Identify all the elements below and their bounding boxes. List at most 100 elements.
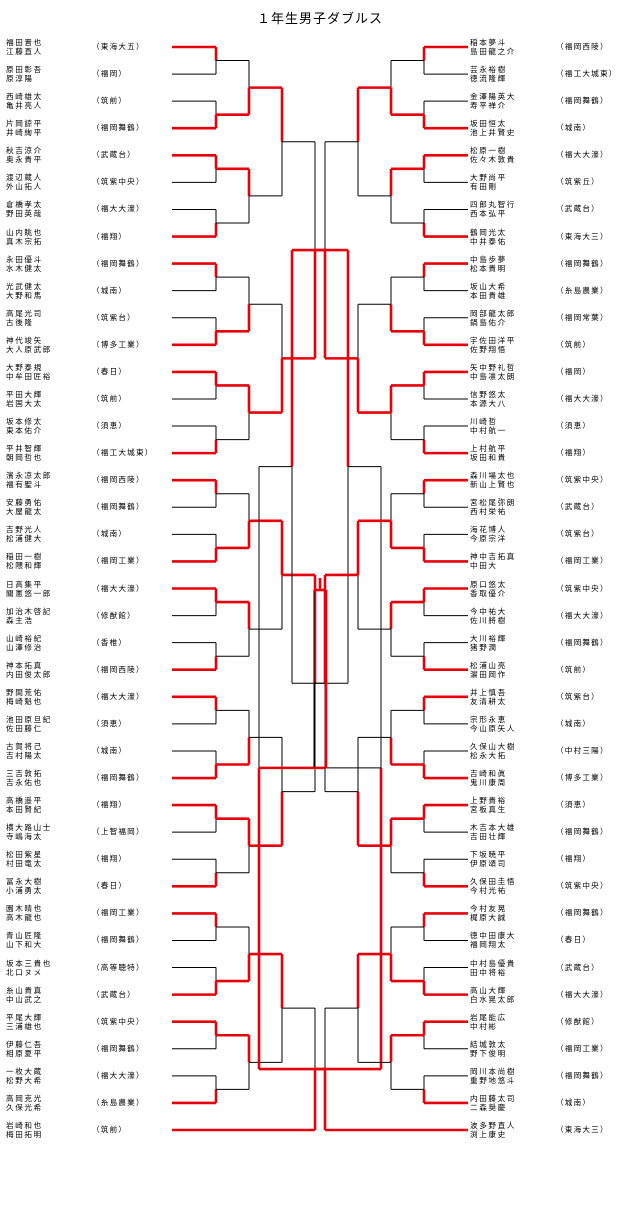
player-name: 原口悠太 — [470, 579, 507, 589]
player-name: 奥永貴平 — [6, 155, 43, 165]
school-name: （城南） — [556, 1097, 592, 1107]
school-name: （福大大濠） — [92, 204, 145, 214]
school-name: （博多工業） — [556, 773, 609, 783]
player-name: 平尾大輝 — [6, 1012, 43, 1022]
player-name: 松浦健大 — [6, 534, 43, 544]
player-name: 佐々木敦貴 — [470, 155, 516, 165]
school-name: （福翔） — [92, 800, 128, 810]
school-name: （東海大三） — [556, 1125, 609, 1134]
player-name: 今山原矢人 — [470, 723, 516, 733]
entry-names: 今中祐大佐川將樹 — [470, 607, 507, 625]
player-name: 冨永大樹 — [6, 877, 43, 887]
school-name: （福岡工業） — [556, 556, 609, 566]
player-name: 青山匠隆 — [6, 931, 43, 941]
entry-names: 古賀将己吉村陽太 — [6, 742, 43, 760]
player-name: 山澤修治 — [6, 642, 43, 652]
player-name: 一枚大蔵 — [6, 1066, 43, 1076]
player-name: 宮板真生 — [470, 805, 507, 815]
player-name: 高山大輝 — [470, 985, 507, 995]
school-name: （博多工業） — [92, 339, 145, 349]
school-name: （武蔵台） — [92, 989, 136, 999]
school-name: （福翔） — [92, 854, 128, 864]
entry-names: 上村航平坂田和貴 — [470, 444, 507, 462]
player-name: 井上慎吾 — [470, 687, 507, 697]
player-name: 西村栄祐 — [470, 507, 507, 517]
entry-names: 野間荒佑梅崎魁也 — [6, 688, 43, 706]
player-name: 上村航平 — [470, 444, 507, 454]
player-name: 中田大 — [470, 561, 498, 571]
entry-names: 海花博人今原宗洋 — [470, 525, 507, 543]
player-name: 光武健太 — [6, 281, 43, 291]
player-name: 池田原旦紀 — [6, 714, 52, 724]
entry-names: 稲田一樹松隈和輝 — [6, 552, 43, 570]
player-name: 濵田岡作 — [470, 669, 507, 679]
entry-names: 岡部龍太郎鍋島佑介 — [470, 309, 516, 327]
entry-names: 園木晴也高木龍也 — [6, 904, 43, 922]
entry-names: 一枚大蔵松野大希 — [6, 1067, 43, 1085]
player-name: 日高集平 — [6, 579, 43, 589]
school-name: （筑紫台） — [92, 312, 136, 322]
school-name: （福岡工業） — [92, 556, 145, 566]
entry-names: 横大路山士寺嶋海太 — [6, 823, 52, 841]
school-name: （福大大濠） — [556, 393, 609, 403]
player-name: 山下和大 — [6, 940, 43, 950]
player-name: 波多野直人 — [470, 1121, 516, 1130]
entry-names: 平井智輝朝岡哲也 — [6, 444, 43, 462]
school-name: （福岡舞鶴） — [556, 908, 609, 918]
player-name: 吉村陽太 — [6, 750, 43, 760]
school-name: （筑紫中央） — [556, 475, 609, 485]
entry-names: 高山大輝白水晃太郎 — [470, 986, 516, 1004]
entry-names: 吉野光人松浦健大 — [6, 525, 43, 543]
player-name: 坂田恒太 — [470, 119, 507, 129]
player-name: 中島歩夢 — [470, 254, 507, 264]
entry-names: 神本拓真内田俊太郎 — [6, 661, 52, 679]
school-name: （福岡舞鶴） — [556, 637, 609, 647]
player-name: 大屋龍太 — [6, 507, 43, 517]
entry-names: 片岡諒平井崎絢平 — [6, 119, 43, 137]
school-name: （福大大濠） — [556, 989, 609, 999]
school-name: （高等聴特） — [92, 962, 145, 972]
school-name: （福大大濠） — [556, 150, 609, 160]
player-name: 宮松尾弥朗 — [470, 498, 516, 508]
player-name: 佐田藤仁 — [6, 723, 43, 733]
school-name: （武蔵台） — [556, 962, 600, 972]
player-name: 倉橋孝太 — [6, 200, 43, 210]
entry-names: 矢中野礼哲中島凛太朗 — [470, 363, 516, 381]
entry-names: 大野泰規中牟田匠裕 — [6, 363, 52, 381]
player-name: 亀井亮人 — [6, 101, 43, 111]
player-name: 川崎哲 — [470, 417, 498, 427]
entry-names: 神中吉拓真中田大 — [470, 552, 516, 570]
entry-names: 中島歩夢松本貴明 — [470, 255, 507, 273]
school-name: （須恵） — [556, 800, 592, 810]
entry-names: 原口悠太香取優介 — [470, 580, 507, 598]
player-name: 高木龍也 — [6, 913, 43, 923]
player-name: 園木晴也 — [6, 904, 43, 914]
school-name: （福岡） — [92, 69, 128, 79]
school-name: （上智福岡） — [92, 827, 145, 837]
player-name: 岩尾能広 — [470, 1012, 507, 1022]
school-name: （糸島農業） — [556, 285, 609, 295]
entry-names: 永田優斗水木健太 — [6, 255, 43, 273]
player-name: 平田大輝 — [6, 389, 43, 399]
school-name: （春日） — [92, 881, 128, 891]
school-name: （東海大五） — [92, 42, 145, 51]
entry-names: 岡川本尚樹重野地悠斗 — [470, 1067, 516, 1085]
entry-names: 池田原旦紀佐田藤仁 — [6, 715, 52, 733]
player-name: 海花博人 — [470, 525, 507, 535]
entry-names: 高橋遥平本田賢紀 — [6, 796, 43, 814]
school-name: （福岡） — [556, 366, 592, 376]
entry-names: 高尾光司古後隆 — [6, 309, 43, 327]
entry-names: 中村島優貴田中将裕 — [470, 959, 516, 977]
player-name: 松浦山亮 — [470, 660, 507, 670]
player-name: 水木健太 — [6, 263, 43, 273]
player-name: 朝岡哲也 — [6, 453, 43, 463]
entry-names: 徳中田康大福岡翔太 — [470, 931, 516, 949]
entry-names: 芸永裕樹徳流隆輝 — [470, 65, 507, 83]
player-name: 坂田和貴 — [470, 453, 507, 463]
school-name: （福岡舞鶴） — [92, 773, 145, 783]
player-name: 鬼川康周 — [470, 778, 507, 788]
player-name: 山内眺也 — [6, 227, 43, 237]
entry-names: 福田晋也江藤直人 — [6, 38, 43, 56]
entry-names: 三吉敦拓吉永佑也 — [6, 769, 43, 787]
player-name: 村田竜太 — [6, 859, 43, 869]
